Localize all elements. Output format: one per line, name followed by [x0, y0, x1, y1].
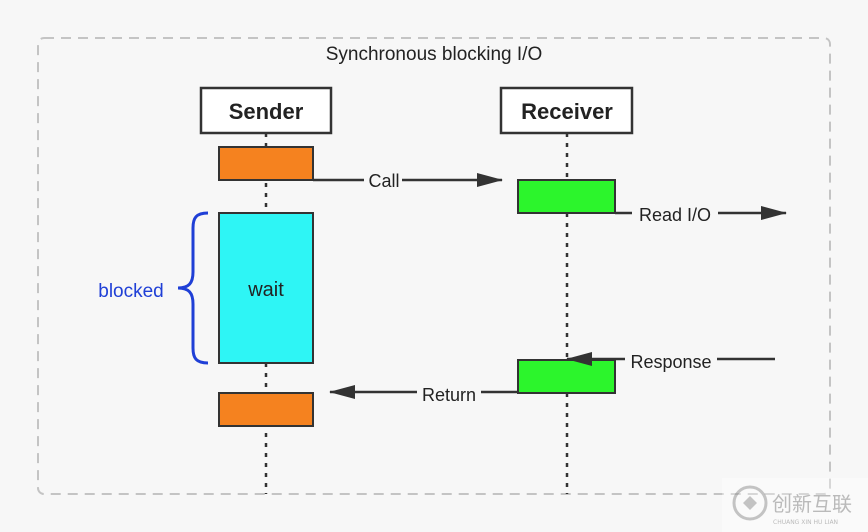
call-label: Call: [368, 171, 399, 191]
return-label-bg: [417, 382, 481, 404]
wait-block: [218, 212, 314, 364]
watermark-subtext: CHUANG XIN HU LIAN: [773, 519, 838, 526]
call-label-bg: [364, 170, 402, 192]
wait-label: wait: [247, 279, 284, 301]
diagram-title: Synchronous blocking I/O: [326, 44, 543, 65]
frame-border: [37, 37, 831, 495]
response-label-bg: [625, 349, 717, 371]
read-io-label: Read I/O: [639, 205, 711, 225]
sender-activation-bottom: [218, 392, 314, 427]
watermark-logo: 创新互联 CHUANG XIN HU LIAN: [722, 478, 868, 532]
receiver-actor-box: [499, 86, 634, 135]
sender-actor-box: [199, 86, 333, 135]
sender-actor-label: Sender: [229, 99, 304, 124]
sender-activation-top: [218, 146, 314, 181]
watermark-text: 创新互联: [772, 492, 852, 516]
receiver-activation-top: [517, 179, 616, 214]
receiver-activation-bottom: [517, 359, 616, 394]
receiver-actor-label: Receiver: [521, 99, 613, 124]
return-label: Return: [422, 385, 476, 405]
blocked-brace: [177, 211, 209, 365]
read-io-label-bg: [632, 203, 718, 225]
blocked-label: blocked: [98, 281, 164, 302]
watermark-circle-icon: [732, 485, 768, 521]
response-label: Response: [630, 352, 711, 372]
